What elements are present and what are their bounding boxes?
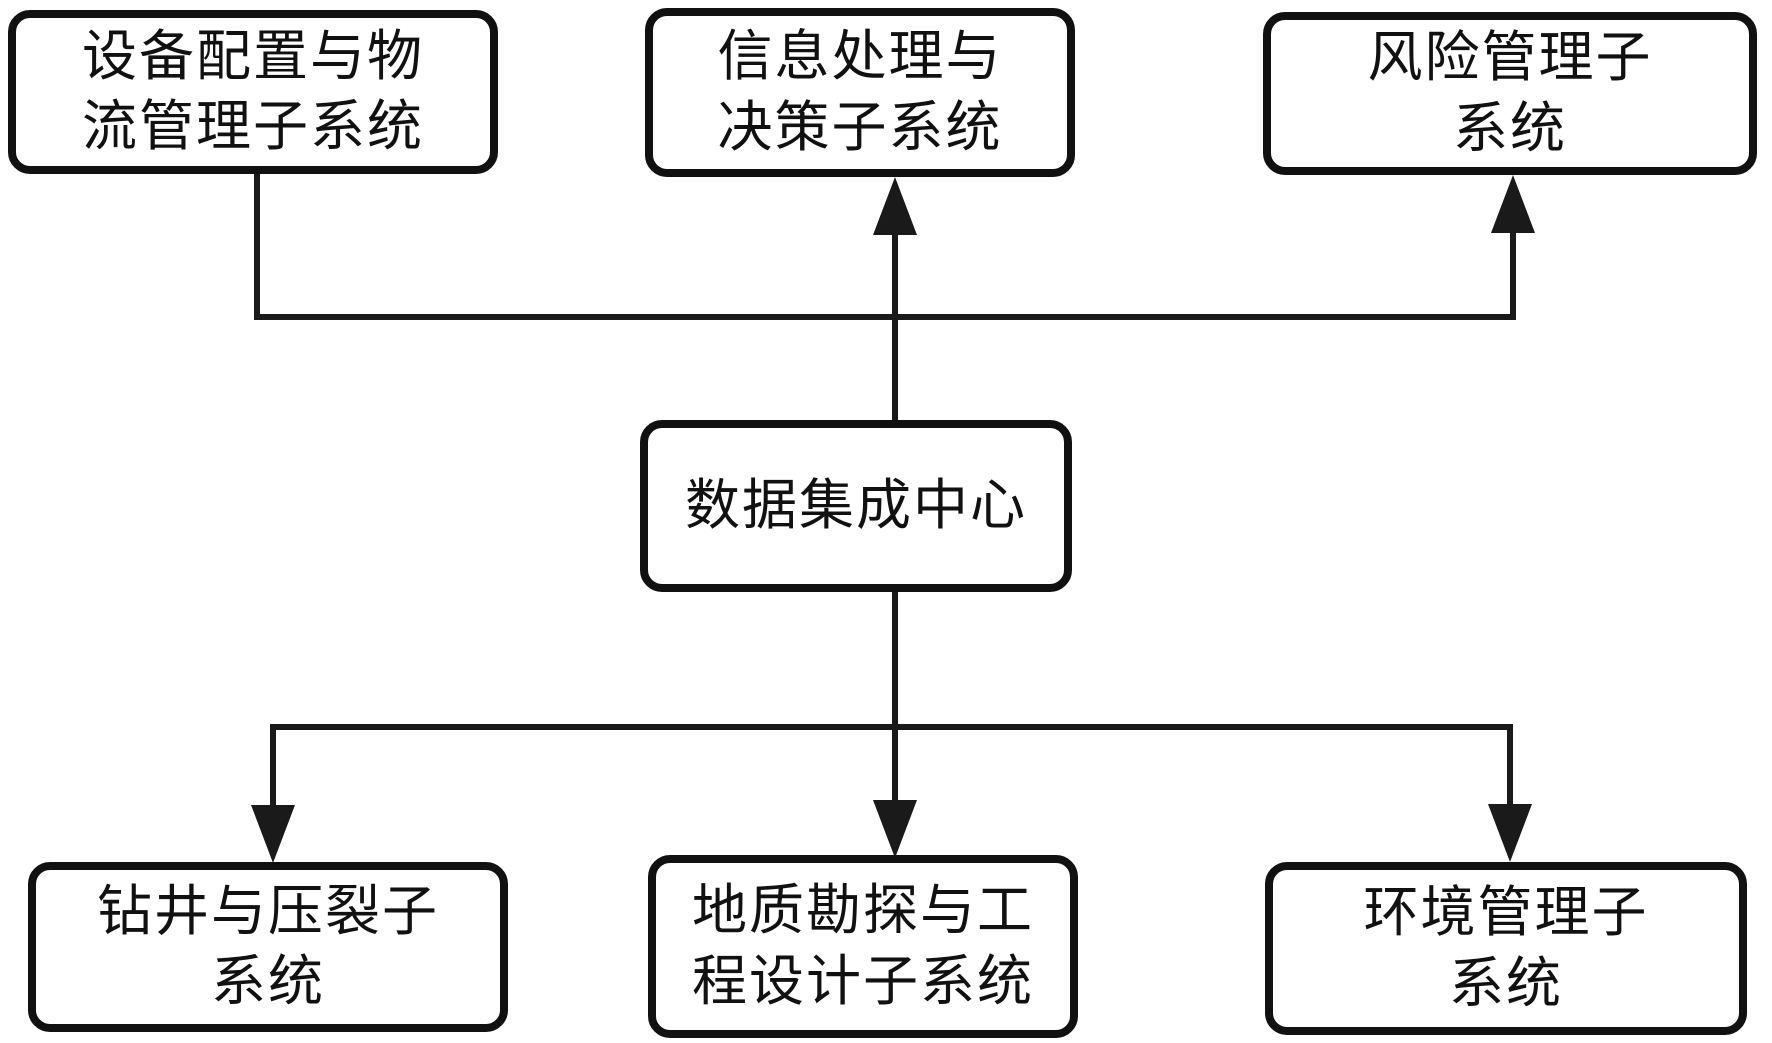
node-risk-management: 风险管理子 系统 [1263, 12, 1757, 175]
node-label-line: 决策子系统 [717, 96, 1003, 158]
node-label-line: 地质勘探与工 [691, 880, 1034, 942]
node-label-line: 系统 [210, 951, 325, 1012]
arrow-up-icon [1491, 175, 1535, 233]
connector-bus-to-risk [1510, 226, 1516, 320]
node-drilling-fracturing: 钻井与压裂子 系统 [28, 862, 508, 1032]
node-equipment-logistics: 设备配置与物 流管理子系统 [8, 10, 498, 174]
connector-top-horizontal-bus [254, 314, 1516, 320]
node-label-line: 数据集成中心 [684, 474, 1027, 536]
arrow-up-icon [873, 177, 917, 235]
arrow-down-icon [1488, 804, 1532, 862]
node-label-line: 系统 [1448, 952, 1563, 1014]
node-label-line: 风险管理子 [1367, 27, 1653, 89]
connector-bus-to-drilling [270, 724, 276, 808]
connector-bus-to-environment [1507, 724, 1513, 808]
node-data-integration-center: 数据集成中心 [640, 420, 1072, 592]
node-label-line: 程设计子系统 [691, 950, 1034, 1012]
connector-bottom-horizontal-bus [270, 724, 1513, 730]
connector-equipment-to-bus [254, 170, 260, 320]
connector-center-to-bottom-bus [892, 588, 898, 806]
node-info-processing-decision: 信息处理与 决策子系统 [645, 8, 1075, 177]
node-geological-engineering-design: 地质勘探与工 程设计子系统 [648, 855, 1078, 1038]
node-label-line: 环境管理子 [1363, 882, 1649, 944]
arrow-down-icon [251, 805, 295, 863]
connector-center-to-info [892, 228, 898, 420]
node-label-line: 系统 [1452, 97, 1567, 159]
node-label-line: 流管理子系统 [81, 96, 424, 157]
node-label-line: 设备配置与物 [81, 25, 424, 87]
arrow-down-icon [873, 800, 917, 858]
node-label-line: 钻井与压裂子 [96, 880, 439, 942]
node-environment-management: 环境管理子 系统 [1265, 862, 1747, 1035]
node-label-line: 信息处理与 [717, 26, 1003, 88]
